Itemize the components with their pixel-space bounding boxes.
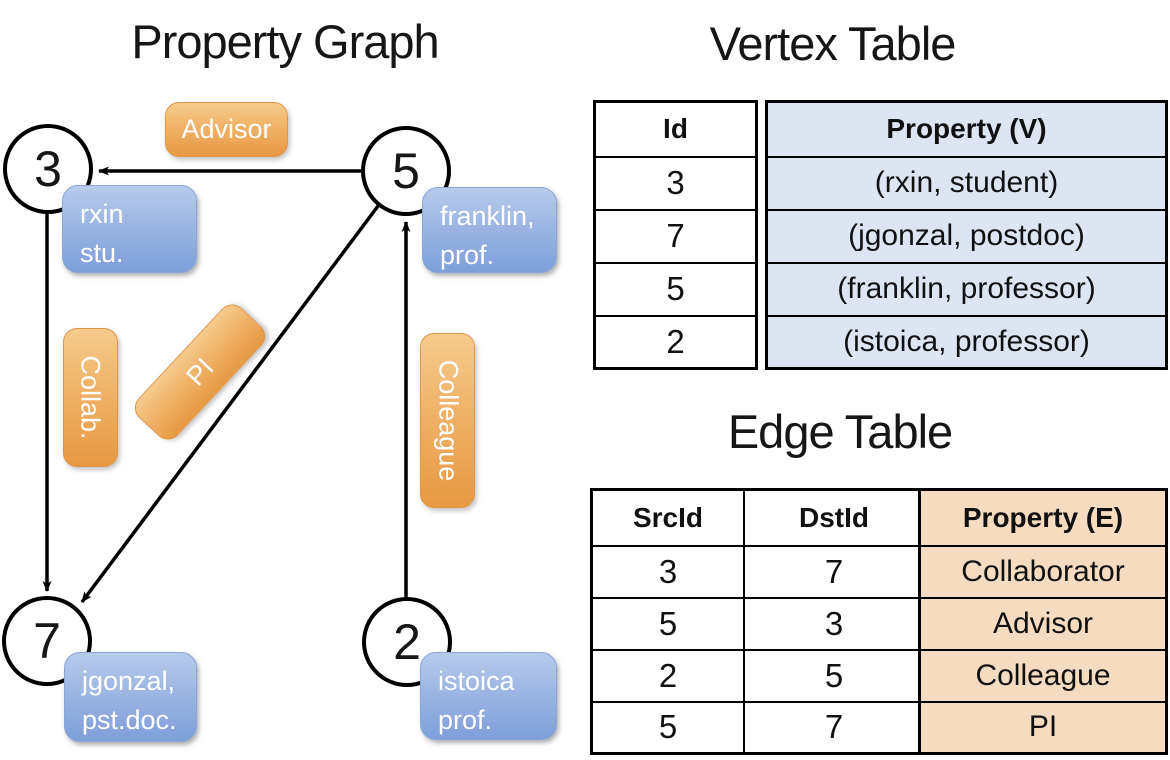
vertex-table-id-column: Id 3 7 5 2 <box>593 100 758 370</box>
edge-property-cell: PI <box>918 700 1168 755</box>
property-graph-title: Property Graph <box>131 15 439 68</box>
colleague-label: Colleague <box>433 359 463 482</box>
edge-property-header: Property (E) <box>918 488 1168 547</box>
vertex-property-box-jgonzal: jgonzal, pst.doc. <box>64 652 197 742</box>
jgonzal-line2: pst.doc. <box>82 705 177 736</box>
vertex-table-property-column: Property (V) (rxin, student) (jgonzal, p… <box>765 100 1168 370</box>
edge-label-collab: Collab. <box>63 328 118 467</box>
edge-src-cell: 5 <box>590 700 745 755</box>
edge-table-property-column: Property (E) Collaborator Advisor Collea… <box>918 488 1168 755</box>
istoica-line1: istoica <box>438 666 515 696</box>
edge-src-cell: 2 <box>590 648 745 703</box>
franklin-line1: franklin, <box>440 201 535 231</box>
graph-node-2: 2 <box>362 597 452 687</box>
edge-dst-cell: 7 <box>743 544 926 599</box>
vertex-property-box-rxin: rxin stu. <box>62 185 197 273</box>
edge-table-id-columns: SrcId DstId 3 7 5 3 2 5 5 7 <box>590 488 926 755</box>
edge-table-title: Edge Table <box>727 405 953 458</box>
graph-node-5: 5 <box>361 126 451 216</box>
edge-arrow-5-to-7 <box>80 204 380 604</box>
edge-property-cell: Advisor <box>918 596 1168 651</box>
edge-label-colleague: Colleague <box>420 333 475 508</box>
vertex-table-title: Vertex Table <box>709 17 957 70</box>
collab-label: Collab. <box>76 355 107 440</box>
pi-label: PI <box>179 352 220 392</box>
edge-property-cell: Colleague <box>918 648 1168 703</box>
vertex-id-cell: 5 <box>593 261 758 317</box>
vertex-property-header: Property (V) <box>765 100 1168 158</box>
graph-edges-canvas <box>42 166 411 604</box>
vertex-property-box-istoica: istoica prof. <box>420 652 557 740</box>
node-2-id: 2 <box>393 614 421 670</box>
vertex-property-cell: (istoica, professor) <box>765 314 1168 370</box>
edge-dst-cell: 3 <box>743 596 926 651</box>
edge-src-cell: 5 <box>590 596 745 651</box>
edge-dst-cell: 5 <box>743 648 926 703</box>
rxin-line1: rxin <box>80 199 124 229</box>
vertex-property-cell: (franklin, professor) <box>765 261 1168 317</box>
edge-src-cell: 3 <box>590 544 745 599</box>
edge-src-header: SrcId <box>590 488 745 547</box>
edge-dst-header: DstId <box>743 488 926 547</box>
vertex-id-cell: 7 <box>593 208 758 264</box>
node-3-id: 3 <box>34 141 62 197</box>
edge-property-cell: Collaborator <box>918 544 1168 599</box>
vertex-id-cell: 2 <box>593 314 758 370</box>
advisor-label: Advisor <box>181 114 272 144</box>
node-5-id: 5 <box>392 143 420 199</box>
rxin-line2: stu. <box>80 238 124 269</box>
istoica-line2: prof. <box>438 705 493 736</box>
vertex-id-header: Id <box>593 100 758 158</box>
edge-dst-cell: 7 <box>743 700 926 755</box>
vertex-id-cell: 3 <box>593 155 758 211</box>
vertex-property-cell: (rxin, student) <box>765 155 1168 211</box>
franklin-line2: prof. <box>440 240 495 271</box>
node-7-id: 7 <box>33 613 61 669</box>
edge-label-advisor: Advisor <box>165 102 288 157</box>
vertex-property-box-franklin: franklin, prof. <box>422 187 557 273</box>
jgonzal-line1: jgonzal, <box>82 666 176 696</box>
vertex-property-cell: (jgonzal, postdoc) <box>765 208 1168 264</box>
